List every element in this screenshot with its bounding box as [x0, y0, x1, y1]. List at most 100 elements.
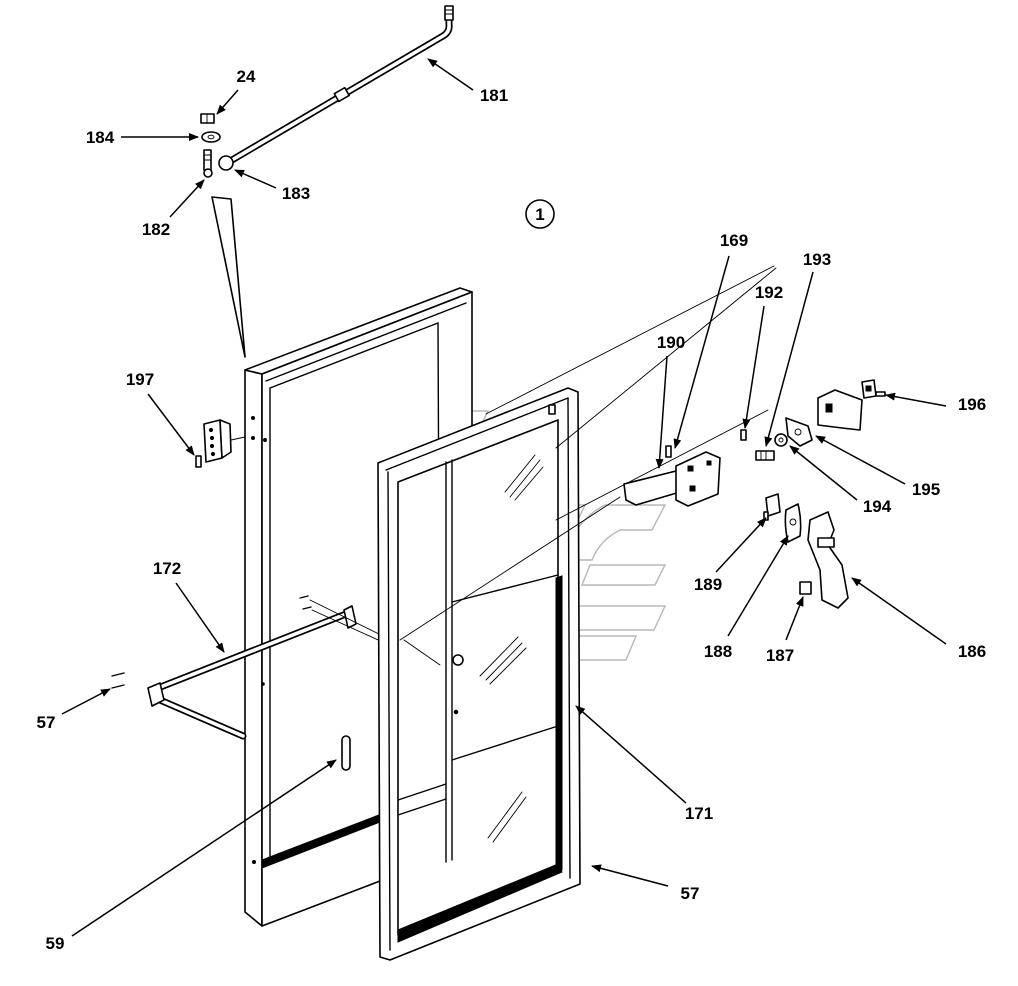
callout-172: 172: [153, 559, 181, 578]
alignment-line: [485, 265, 775, 415]
callout-181: 181: [480, 86, 508, 105]
leader-186: [851, 577, 947, 645]
strut-screw: [299, 595, 309, 599]
hinge-leaf-rear: [219, 419, 232, 459]
lock-dot: [453, 709, 459, 715]
callout-57-right: 57: [681, 884, 700, 903]
callout-192: 192: [755, 283, 783, 302]
washer: [201, 131, 221, 143]
view-callout: 1: [525, 199, 555, 229]
strut-end-bracket: [147, 682, 165, 707]
alignment-line: [555, 267, 777, 449]
door-handle: [807, 511, 849, 609]
glass-reflection: [504, 454, 536, 493]
glass-reflection: [492, 796, 527, 843]
handle-screw-plate: [799, 581, 812, 595]
callout-196: 196: [958, 395, 986, 414]
callout-193: 193: [803, 250, 831, 269]
door-edge-hole: [264, 860, 268, 864]
latch-tongue: [623, 469, 681, 506]
glass-divider: [451, 725, 559, 761]
glass-divider: [451, 574, 559, 603]
callout-189: 189: [694, 575, 722, 594]
latch-hole: [689, 485, 696, 492]
cam-washer-hole: [778, 437, 784, 443]
handle-plate-hole: [789, 518, 797, 526]
cam-bracket-hole: [825, 403, 833, 413]
handle-clip: [765, 493, 781, 517]
door-panel-top-rail: [265, 302, 467, 382]
door-edge-hole: [263, 438, 267, 442]
glass-kick-line: [397, 783, 447, 801]
glass-reflection: [509, 459, 541, 498]
leader-57-left: [61, 688, 111, 715]
leader-194: [789, 445, 858, 501]
alignment-line: [403, 639, 441, 666]
leader-lines: [61, 58, 947, 937]
rod-fasteners: [200, 113, 234, 178]
frame-opening: [397, 419, 559, 936]
glass-reflection: [479, 636, 519, 677]
leader-189: [715, 517, 767, 573]
cam-washer: [774, 433, 788, 447]
leader-192: [742, 305, 765, 429]
door-edge-hole: [252, 860, 256, 864]
torsion-strip: [211, 196, 246, 358]
leader-169: [673, 255, 730, 449]
hinge-alignment-line: [230, 436, 246, 441]
hinge-hole: [208, 427, 214, 433]
callout-195: 195: [912, 480, 940, 499]
hinge-hole: [210, 451, 216, 457]
door-edge-hole: [251, 416, 255, 420]
lock-cam: [785, 417, 813, 447]
mounting-plate-hole: [865, 385, 872, 392]
strut-screw: [111, 672, 125, 677]
cam-bolt: [755, 450, 775, 461]
door-frame-front: [377, 387, 581, 961]
hinge-hole: [209, 443, 215, 449]
lock-cam-hole: [794, 428, 802, 436]
leader-182: [169, 179, 205, 218]
door-handle-knob: [817, 537, 835, 548]
ball-socket: [218, 155, 234, 171]
latch-assembly: [623, 379, 886, 609]
leader-187: [785, 596, 804, 641]
glass-kick-line: [397, 798, 447, 816]
leader-188: [727, 535, 789, 637]
leader-181: [427, 58, 474, 91]
callout-24: 24: [237, 67, 256, 86]
leader-196: [885, 392, 947, 407]
frame-gasket-bottom: [397, 863, 563, 943]
hold-open-rod: [228, 5, 454, 164]
frame-top-bevel: [385, 397, 569, 471]
callout-59: 59: [46, 934, 65, 953]
latch-screw: [665, 445, 672, 458]
cam-bracket: [817, 389, 863, 431]
door-handle-slot: [341, 735, 351, 771]
callout-169: 169: [720, 231, 748, 250]
door-edge-hole: [251, 436, 255, 440]
strut-screw: [111, 684, 125, 689]
frame-right-bevel: [567, 397, 571, 879]
handle-plate: [784, 503, 802, 543]
strut-screw: [302, 606, 312, 610]
callout-197: 197: [126, 370, 154, 389]
rod-body-inner: [230, 12, 451, 162]
callout-188: 188: [704, 642, 732, 661]
callout-187: 187: [766, 646, 794, 665]
leader-190: [655, 355, 668, 469]
callout-182: 182: [142, 220, 170, 239]
strut-upper-bar-inner: [156, 612, 348, 690]
view-callout-circle: [525, 199, 555, 229]
cam-screw: [740, 429, 747, 441]
leader-171: [575, 705, 687, 804]
leader-24: [216, 89, 239, 115]
leader-183: [234, 169, 277, 189]
rod-body: [228, 10, 453, 164]
lock-hole: [452, 654, 464, 666]
frame-corner-detail: [548, 404, 556, 415]
glass-reflection: [485, 642, 523, 681]
strut-lower-bar-inner: [158, 698, 245, 738]
callout-57-left: 57: [37, 713, 56, 732]
latch-hole: [706, 460, 712, 466]
